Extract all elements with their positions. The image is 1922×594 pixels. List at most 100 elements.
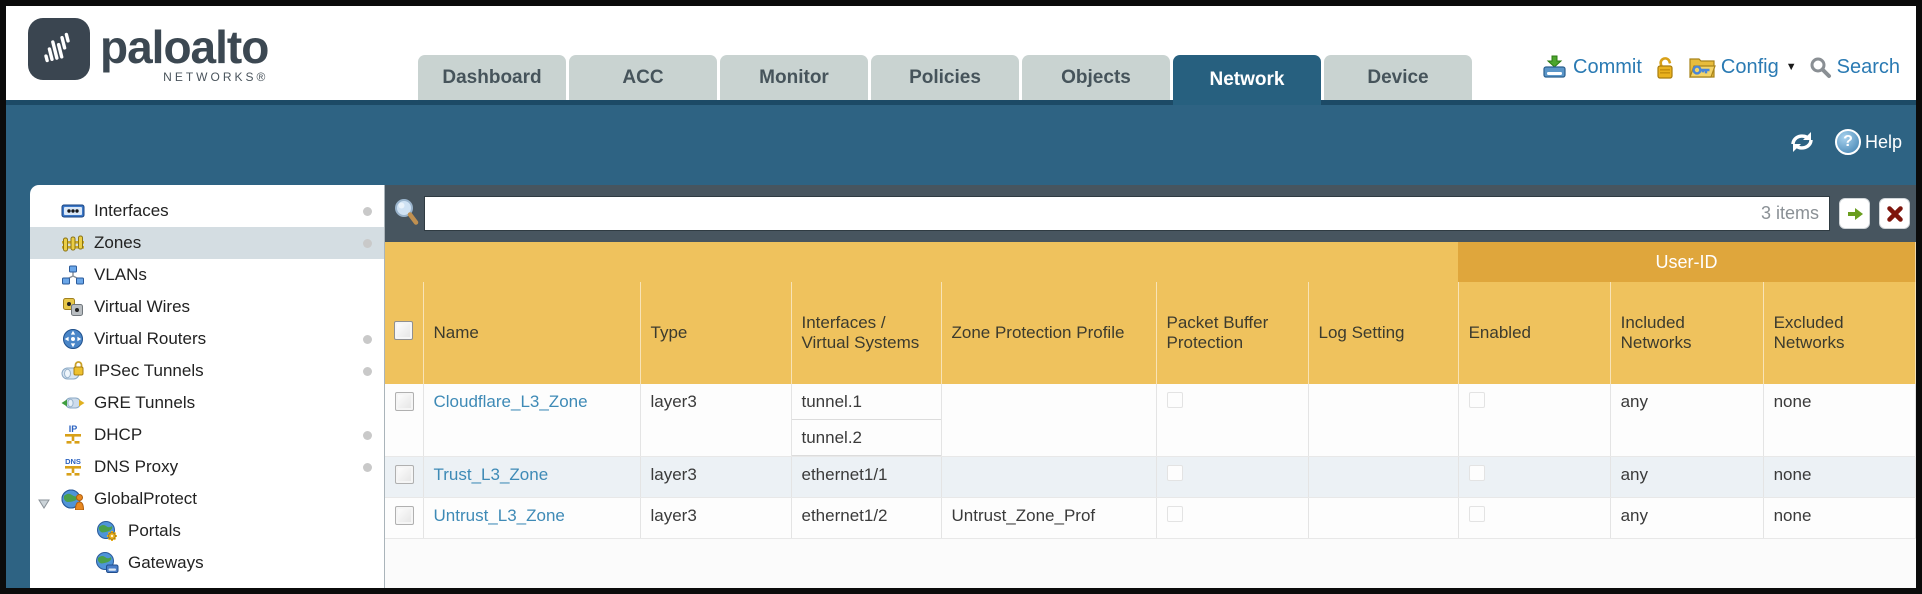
filter-input[interactable] [425,197,1761,230]
col-packet-buffer-protection[interactable]: Packet Buffer Protection [1156,282,1309,384]
row-select-cell [385,456,424,498]
included-networks-cell: any [1610,497,1764,539]
row-checkbox[interactable] [395,465,414,484]
sidebar-item-gre-tunnels[interactable]: GRE Tunnels [30,387,384,419]
search-icon [1810,57,1831,78]
zone-name-cell: Untrust_L3_Zone [423,497,641,539]
col-included-networks[interactable]: Included Networks [1610,282,1764,384]
sidebar-item-virtual-wires[interactable]: Virtual Wires [30,291,384,323]
status-dot [363,207,372,216]
enabled-cell [1458,456,1611,498]
col-type[interactable]: Type [640,282,792,384]
sidebar-item-label: Zones [94,233,142,252]
zone-type-cell: layer3 [640,456,792,498]
tab-network[interactable]: Network [1173,55,1321,105]
red-x-icon [1886,205,1903,222]
sidebar-item-ipsec-tunnels[interactable]: IPSec Tunnels [30,355,384,387]
enabled-checkbox[interactable] [1468,392,1485,408]
clear-filter-button[interactable] [1879,198,1910,229]
config-label: Config [1720,55,1779,78]
enabled-checkbox[interactable] [1468,465,1485,481]
sidebar-item-globalprotect[interactable]: GlobalProtect [30,483,384,515]
zones-icon [60,231,86,255]
refresh-icon[interactable] [1785,128,1819,156]
gateways-icon [94,551,120,575]
tab-policies[interactable]: Policies [871,55,1019,100]
zone-name-link[interactable]: Untrust_L3_Zone [433,506,565,525]
col-interfaces[interactable]: Interfaces / Virtual Systems [791,282,942,384]
filter-toolbar: 3 items [385,185,1916,242]
packet-buffer-protection-cell [1156,456,1309,498]
chevron-down-icon: ▼ [1785,61,1797,73]
commit-icon [1543,55,1566,78]
enabled-cell [1458,384,1611,457]
user-id-group-header: User-ID [1458,242,1916,282]
enabled-checkbox[interactable] [1468,506,1485,522]
green-arrow-icon [1847,207,1863,220]
help-button[interactable]: ? Help [1834,129,1902,155]
sidebar-item-portals[interactable]: Portals [30,515,384,547]
config-icon [1689,58,1716,78]
virtual-wires-icon [60,295,86,319]
config-menu-button[interactable]: Config ▼ [1688,55,1797,79]
zone-protection-profile-cell [941,384,1157,457]
gre-tunnels-icon [60,391,86,415]
status-dot [363,335,372,344]
sidebar-item-gateways[interactable]: Gateways [30,547,384,579]
zone-name-link[interactable]: Trust_L3_Zone [433,465,549,484]
sidebar-item-label: Gateways [128,553,204,572]
col-zone-protection-profile[interactable]: Zone Protection Profile [941,282,1157,384]
zone-protection-profile-cell [941,456,1157,498]
lock-button[interactable] [1654,55,1676,80]
row-checkbox[interactable] [395,392,414,411]
tab-dashboard[interactable]: Dashboard [418,55,566,100]
tab-objects[interactable]: Objects [1022,55,1170,100]
svg-text:DNS: DNS [65,457,81,466]
table-row: Trust_L3_Zone layer3 ethernet1/1 any non… [385,456,1916,498]
zone-name-link[interactable]: Cloudflare_L3_Zone [433,392,588,411]
col-enabled[interactable]: Enabled [1458,282,1611,384]
log-setting-cell [1308,456,1459,498]
sidebar-item-label: GRE Tunnels [94,393,196,412]
band-icons: ? Help [1785,128,1902,156]
expander-triangle-icon[interactable] [38,494,50,514]
col-excluded-networks[interactable]: Excluded Networks [1763,282,1916,384]
enabled-cell [1458,497,1611,539]
included-networks-cell: any [1610,384,1764,457]
packet-buffer-checkbox[interactable] [1166,392,1183,408]
col-log-setting[interactable]: Log Setting [1308,282,1459,384]
commit-button[interactable]: Commit [1541,54,1642,80]
sidebar-item-dhcp[interactable]: IP DHCP [30,419,384,451]
status-dot [363,239,372,248]
zone-name-cell: Trust_L3_Zone [423,456,641,498]
sidebar-item-virtual-routers[interactable]: Virtual Routers [30,323,384,355]
dns-proxy-icon: DNS [60,455,86,479]
zone-interfaces-cell: tunnel.1 tunnel.2 [791,384,942,457]
excluded-networks-cell: none [1763,497,1916,539]
col-name[interactable]: Name [423,282,641,384]
packet-buffer-protection-cell [1156,497,1309,539]
sidebar-item-interfaces[interactable]: Interfaces [30,195,384,227]
sidebar-item-dns-proxy[interactable]: DNS DNS Proxy [30,451,384,483]
tab-monitor[interactable]: Monitor [720,55,868,100]
tab-acc[interactable]: ACC [569,55,717,100]
brand-subtitle: NETWORKS® [163,70,269,84]
sidebar-item-vlans[interactable]: VLANs [30,259,384,291]
select-all-checkbox[interactable] [394,321,414,340]
sidebar-item-zones[interactable]: Zones [30,227,384,259]
table-row: Untrust_L3_Zone layer3 ethernet1/2 Untru… [385,497,1916,539]
table-row: Cloudflare_L3_Zone layer3 tunnel.1 tunne… [385,384,1916,457]
sidebar-item-label: GlobalProtect [94,489,197,508]
packet-buffer-checkbox[interactable] [1166,465,1183,481]
row-checkbox[interactable] [395,506,414,525]
search-button[interactable]: Search [1809,56,1900,79]
tab-device[interactable]: Device [1324,55,1472,100]
packet-buffer-checkbox[interactable] [1166,506,1183,522]
waveform-icon [44,32,70,63]
column-header-row: Name Type Interfaces / Virtual Systems Z… [385,282,1916,384]
dhcp-icon: IP [60,423,86,447]
items-count: 3 items [1760,203,1819,223]
apply-filter-button[interactable] [1839,198,1870,229]
zone-protection-profile-cell: Untrust_Zone_Prof [941,497,1157,539]
